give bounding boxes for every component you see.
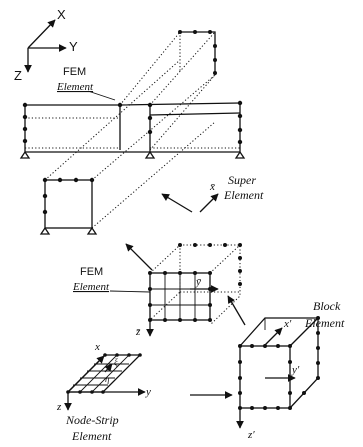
global-x-label: X: [57, 7, 66, 22]
super-label-line2: Element: [223, 188, 264, 202]
global-y-label: Y: [69, 39, 78, 54]
global-z-label: Z: [14, 68, 22, 83]
arrow-block-to-super: [228, 296, 245, 325]
node-strip-element: ξ η x y z Node-Strip Element: [56, 341, 151, 443]
block-x-axis-label: x′: [283, 318, 292, 330]
fem-top-label: FEM Element: [56, 66, 115, 100]
node-strip-label-line1: Node-Strip: [65, 413, 119, 427]
super-element: x̄ Super Element: [150, 173, 264, 325]
block-element: x′ y′ z′ Block Element: [238, 299, 345, 441]
strip-eta-label: η: [105, 374, 110, 384]
node-strip-label-line2: Element: [71, 429, 112, 443]
strip-z-axis-label: z: [56, 401, 62, 413]
arrow-super-to-top: [162, 194, 192, 212]
fem-y-axis-label: ȳ: [195, 276, 202, 288]
arrow-fem-to-section: [126, 244, 152, 270]
fem-top-label-line1: FEM: [63, 66, 86, 78]
top-fem-frame: [21, 30, 244, 158]
strip-xi-label: ξ: [114, 357, 118, 367]
block-label-line2: Element: [304, 316, 345, 330]
block-z-axis-label: z′: [247, 429, 255, 441]
block-y-axis-label: y′: [291, 364, 300, 376]
fem-mid-element: ȳ z̄ FEM Element: [72, 266, 218, 338]
super-label-line1: Super: [228, 173, 256, 187]
strip-y-axis-label: y: [145, 386, 151, 398]
fem-z-axis-label: z̄: [135, 326, 141, 338]
block-label-line1: Block: [313, 299, 341, 313]
fem-mid-label-line2: Element: [72, 281, 110, 293]
strip-x-axis-label: x: [94, 341, 100, 353]
flow-arrows: [126, 194, 245, 395]
fem-mid-label-line1: FEM: [80, 266, 103, 278]
super-x-axis-label: x̄: [209, 181, 215, 193]
isolated-section: [41, 178, 96, 234]
